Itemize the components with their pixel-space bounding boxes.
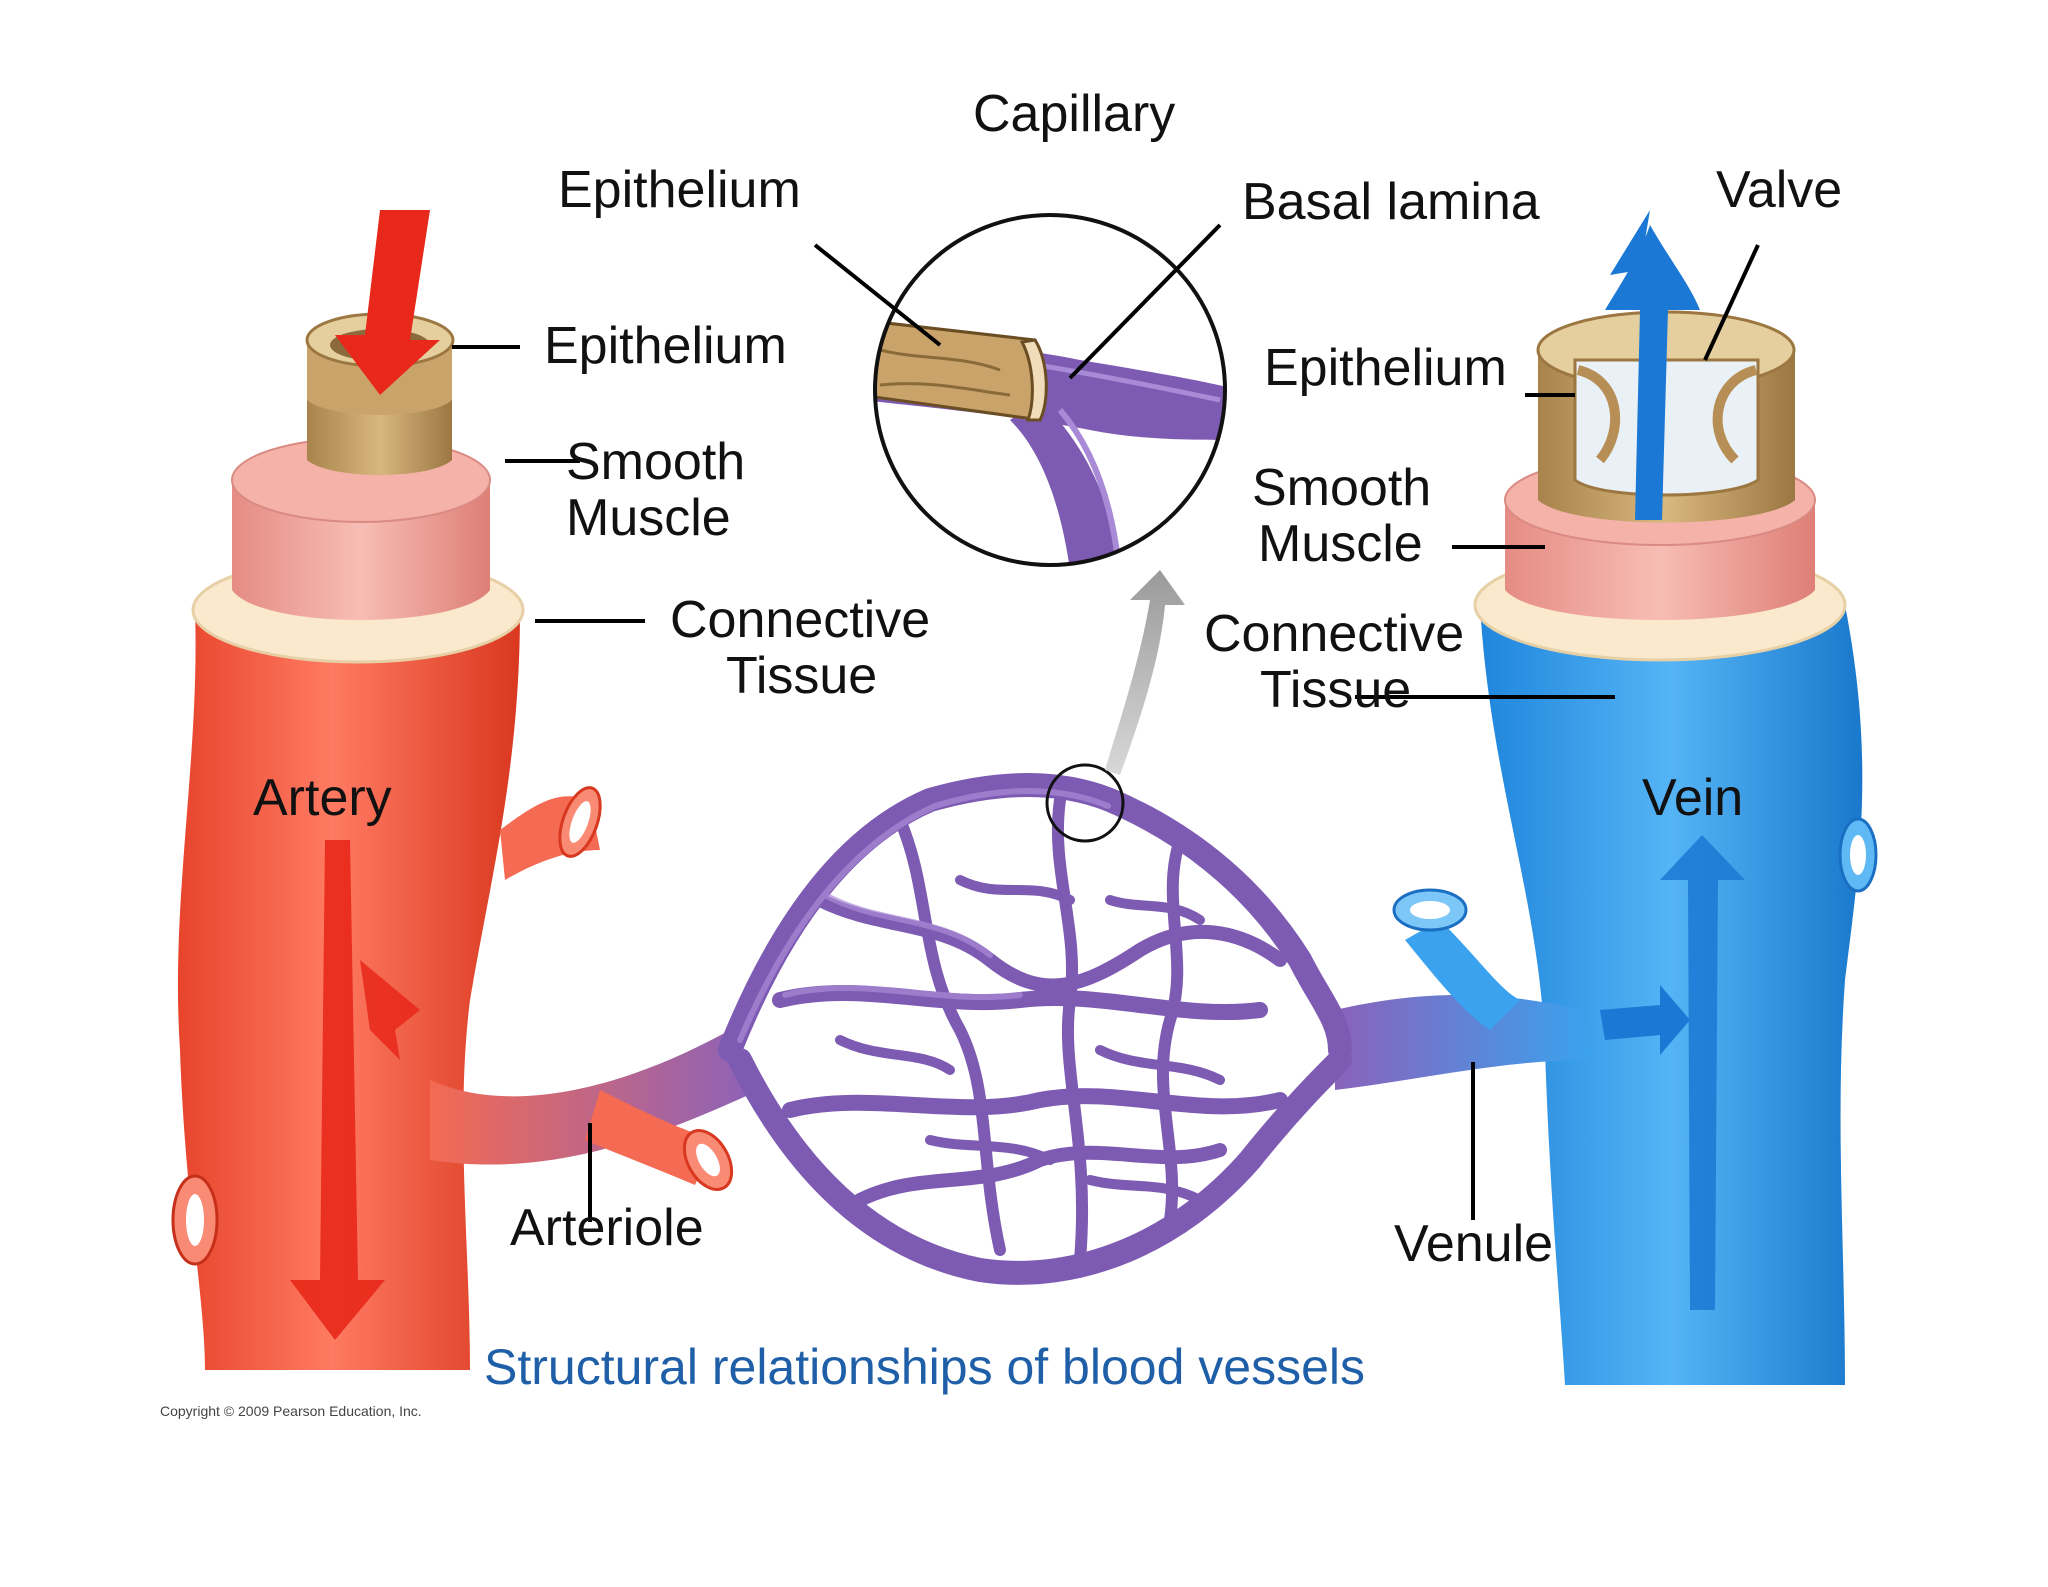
label-capillary-epithelium: Epithelium xyxy=(558,161,801,219)
label-artery: Artery xyxy=(253,769,392,827)
artery-vessel xyxy=(171,210,760,1370)
label-vein: Vein xyxy=(1642,769,1744,827)
label-venule: Venule xyxy=(1394,1215,1554,1273)
label-artery-smooth: Smooth xyxy=(566,433,746,491)
zoom-source-circle xyxy=(1045,763,1125,843)
label-vein-epithelium: Epithelium xyxy=(1264,339,1507,397)
label-artery-connective: Connective xyxy=(670,591,931,649)
magnify-arrow xyxy=(1105,570,1185,775)
capillary-bed xyxy=(718,773,1352,1285)
label-vein-tissue: Tissue xyxy=(1260,661,1412,719)
label-artery-epithelium: Epithelium xyxy=(544,317,787,375)
copyright-notice: Copyright © 2009 Pearson Education, Inc. xyxy=(160,1403,422,1419)
leader-basal-lamina xyxy=(1068,223,1222,380)
label-vein-muscle: Muscle xyxy=(1258,515,1423,573)
label-valve: Valve xyxy=(1716,161,1843,219)
label-basal-lamina: Basal lamina xyxy=(1242,173,1540,231)
vein-vessel xyxy=(1335,210,1878,1385)
capillary-bed-highlight xyxy=(737,788,1111,1043)
label-artery-tissue: Tissue xyxy=(726,647,878,705)
diagram-caption: Structural relationships of blood vessel… xyxy=(484,1339,1366,1395)
label-vein-smooth: Smooth xyxy=(1252,459,1432,517)
leader-valve xyxy=(1703,244,1760,361)
leader-cap-epithelium xyxy=(813,243,942,347)
capillary-magnified xyxy=(873,213,1227,567)
label-vein-connective: Connective xyxy=(1204,605,1465,663)
label-artery-muscle: Muscle xyxy=(566,489,731,547)
label-arteriole: Arteriole xyxy=(510,1199,704,1257)
label-capillary: Capillary xyxy=(973,85,1176,143)
leader-lines xyxy=(452,223,1760,1222)
